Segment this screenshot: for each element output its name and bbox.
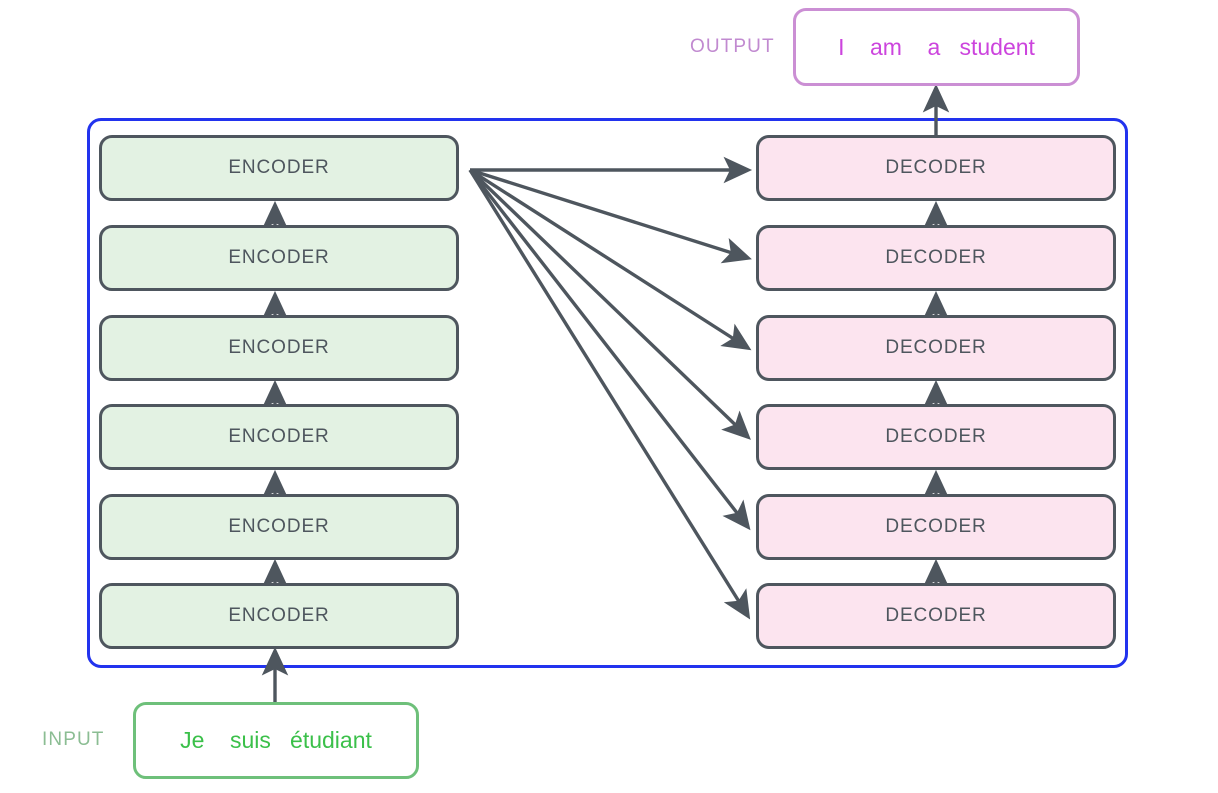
encoder-block-label: ENCODER: [228, 247, 330, 268]
decoder-block-label: DECODER: [885, 605, 987, 626]
output-box[interactable]: I am a student: [793, 8, 1080, 86]
input-box[interactable]: Je suis étudiant: [133, 702, 419, 779]
decoder-block-label: DECODER: [885, 157, 987, 178]
output-text: I am a student: [838, 33, 1035, 60]
output-label: OUTPUT: [690, 36, 775, 57]
encoder-block-6[interactable]: ENCODER: [99, 583, 459, 649]
decoder-block-label: DECODER: [885, 516, 987, 537]
decoder-block-5[interactable]: DECODER: [756, 494, 1116, 560]
encoder-block-label: ENCODER: [228, 426, 330, 447]
decoder-block-label: DECODER: [885, 426, 987, 447]
encoder-block-label: ENCODER: [228, 516, 330, 537]
encoder-decoder-container: [87, 118, 1128, 668]
encoder-block-label: ENCODER: [228, 337, 330, 358]
decoder-block-1[interactable]: DECODER: [756, 135, 1116, 201]
encoder-block-label: ENCODER: [228, 605, 330, 626]
encoder-block-label: ENCODER: [228, 157, 330, 178]
decoder-block-label: DECODER: [885, 247, 987, 268]
decoder-block-3[interactable]: DECODER: [756, 315, 1116, 381]
encoder-block-1[interactable]: ENCODER: [99, 135, 459, 201]
decoder-block-label: DECODER: [885, 337, 987, 358]
encoder-block-3[interactable]: ENCODER: [99, 315, 459, 381]
input-label: INPUT: [42, 729, 105, 750]
decoder-block-4[interactable]: DECODER: [756, 404, 1116, 470]
decoder-block-2[interactable]: DECODER: [756, 225, 1116, 291]
input-text: Je suis étudiant: [180, 727, 372, 753]
encoder-block-2[interactable]: ENCODER: [99, 225, 459, 291]
encoder-block-5[interactable]: ENCODER: [99, 494, 459, 560]
decoder-block-6[interactable]: DECODER: [756, 583, 1116, 649]
encoder-block-4[interactable]: ENCODER: [99, 404, 459, 470]
